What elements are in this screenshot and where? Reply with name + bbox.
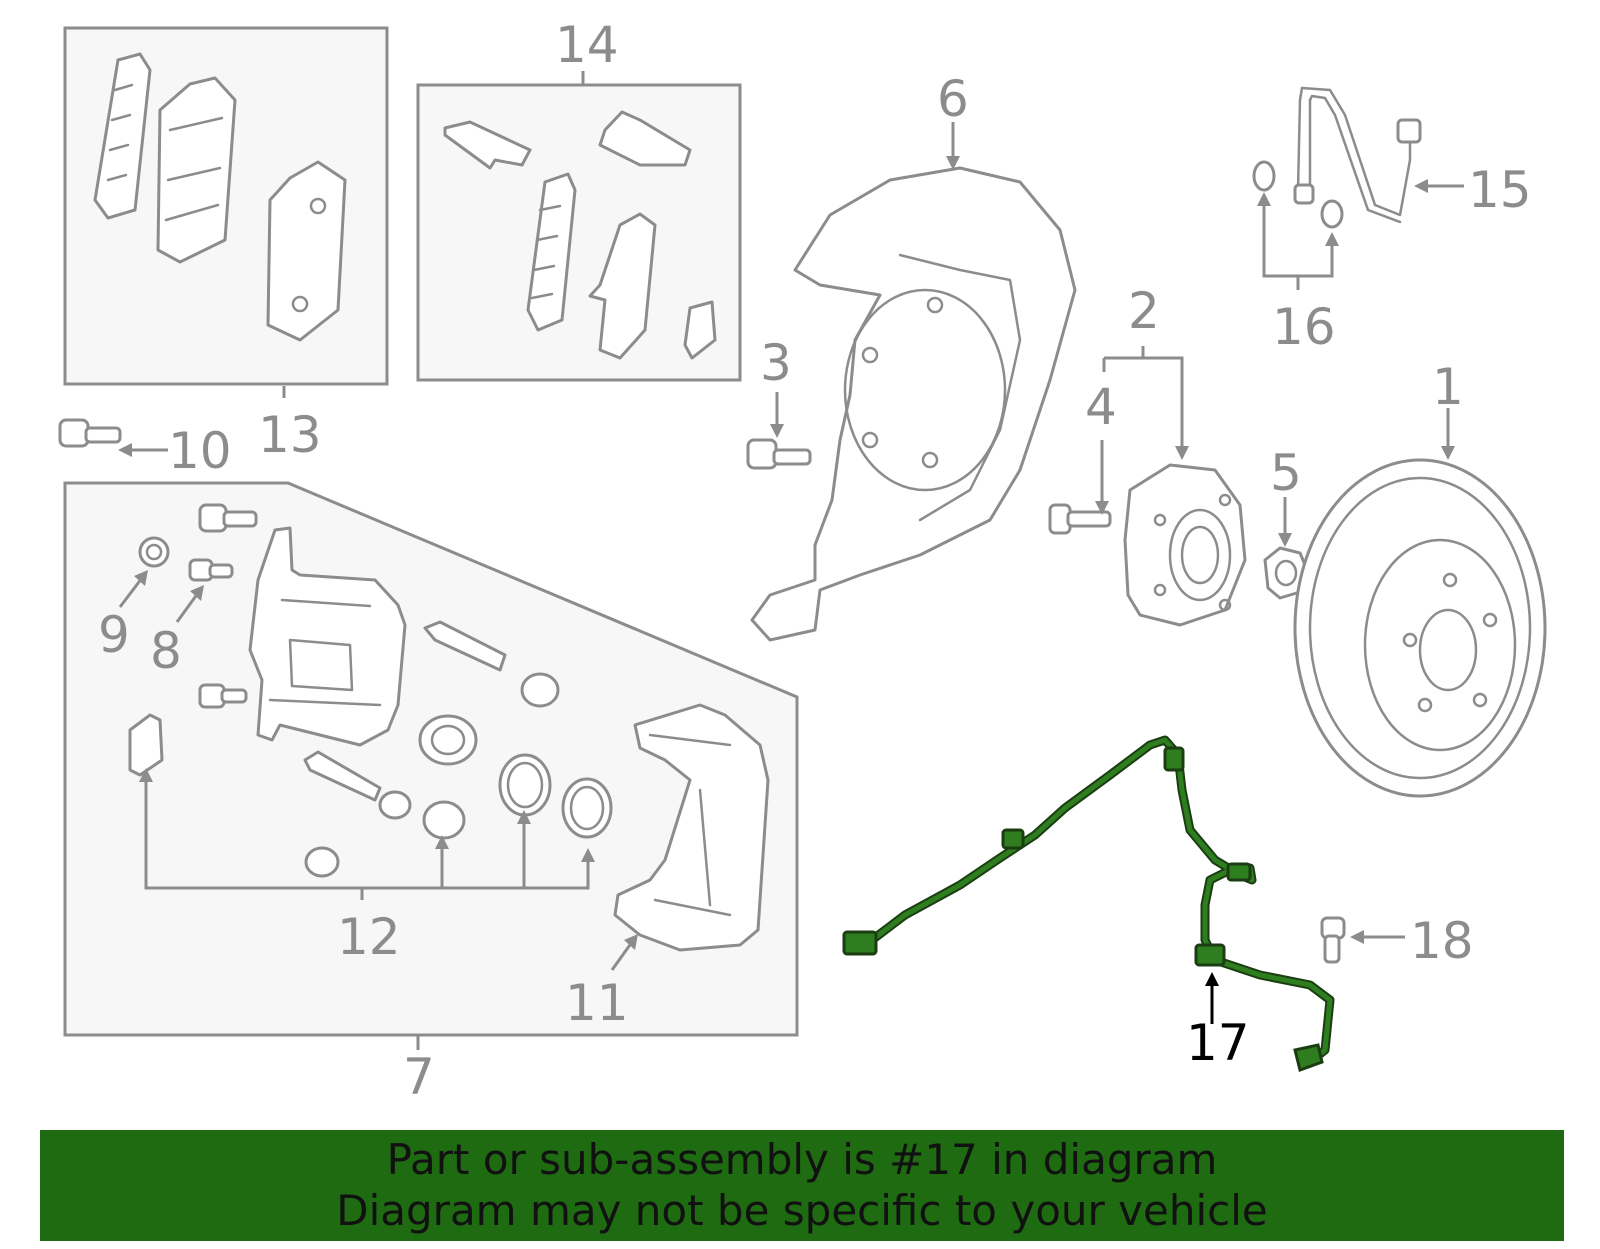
- bolt-3: [746, 392, 812, 470]
- hub-assembly: [1048, 346, 1247, 627]
- callout-17: 17: [1186, 1014, 1250, 1072]
- banner-line-1: Part or sub-assembly is #17 in diagram: [386, 1135, 1218, 1184]
- banner-line-2: Diagram may not be specific to your vehi…: [336, 1186, 1268, 1235]
- callout-16: 16: [1272, 298, 1336, 356]
- pad-kit-box: [63, 26, 389, 386]
- callout-11: 11: [565, 974, 629, 1032]
- bolt-18: [1320, 916, 1405, 964]
- callout-14: 14: [555, 16, 619, 74]
- callout-5: 5: [1270, 444, 1302, 502]
- notice-banner: Part or sub-assembly is #17 in diagram D…: [40, 1130, 1564, 1241]
- caliper-assembly-box: [63, 481, 799, 1037]
- callout-4: 4: [1085, 378, 1117, 436]
- bolt-10: [58, 418, 168, 457]
- callout-12: 12: [337, 908, 401, 966]
- dust-shield: [750, 122, 1077, 642]
- callout-15: 15: [1468, 161, 1532, 219]
- abs-sensor-harness: [842, 735, 1335, 1072]
- callout-13: 13: [258, 406, 322, 464]
- hardware-kit-box: [416, 83, 742, 382]
- callout-labels: 1 2 3 4 5 6 7 8 9 10 11 12 13 14 15 16 1…: [98, 16, 1532, 1106]
- callout-3: 3: [760, 334, 792, 392]
- callout-7: 7: [403, 1048, 435, 1106]
- callout-18: 18: [1410, 912, 1474, 970]
- brake-rotor: [1293, 408, 1547, 798]
- callout-9: 9: [98, 606, 130, 664]
- callout-6: 6: [937, 70, 969, 128]
- brake-hose: [1252, 86, 1464, 290]
- callout-2: 2: [1128, 282, 1160, 340]
- callout-1: 1: [1432, 358, 1464, 416]
- callout-8: 8: [150, 622, 182, 680]
- callout-10: 10: [168, 422, 232, 480]
